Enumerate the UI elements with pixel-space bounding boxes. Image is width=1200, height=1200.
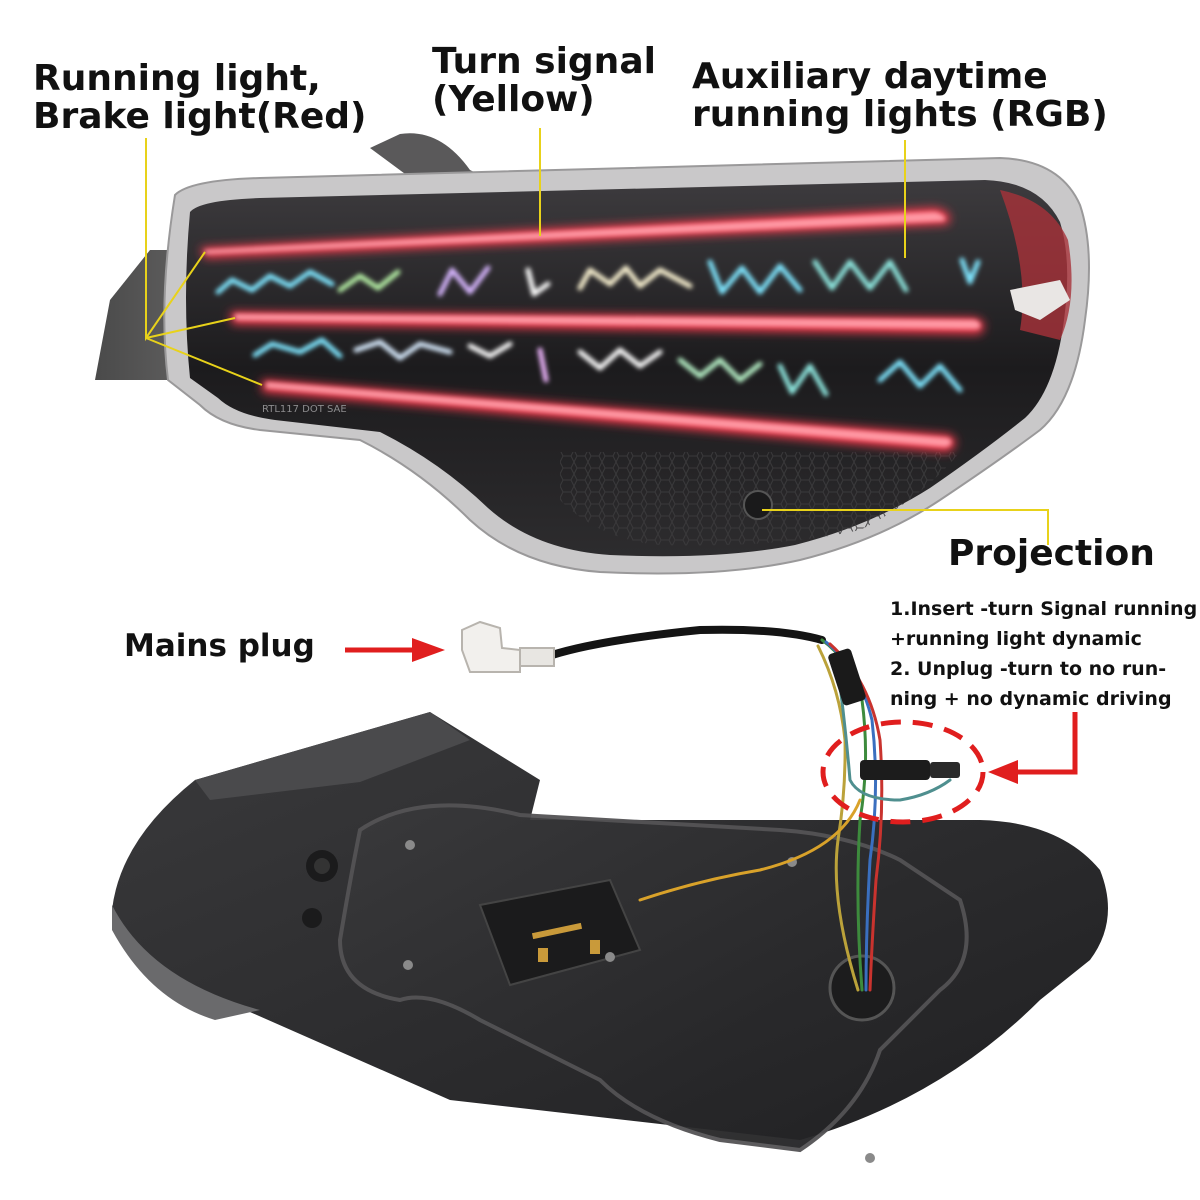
red-arrows [345, 638, 1078, 784]
instruction-line-1: 1.Insert -turn Signal running [890, 598, 1198, 620]
foam-gasket [337, 803, 969, 1153]
instruction-line-3: 2. Unplug -turn to no run- [890, 658, 1167, 680]
callout-line-running-light [145, 138, 263, 386]
connector-socket [478, 878, 642, 987]
red-led-bar-bottom [262, 380, 956, 452]
rgb-strip-upper [215, 257, 981, 297]
dashed-circle-highlight [820, 719, 986, 825]
inline-connectors [828, 648, 960, 780]
housing-rear-view [112, 712, 1108, 1163]
label-auxiliary-line1: Auxiliary daytime [692, 56, 1048, 97]
label-running-light: Running light, Brake light(Red) [33, 60, 367, 136]
lens-marking: RTL117 DOT SAE [262, 404, 347, 415]
label-turn-signal-line1: Turn signal [432, 41, 656, 82]
label-instructions: 1.Insert -turn Signal running +running l… [890, 594, 1197, 714]
label-auxiliary: Auxiliary daytime running lights (RGB) [692, 58, 1108, 134]
projection-lamp [743, 490, 773, 520]
callout-lines [145, 128, 1049, 545]
instruction-line-2: +running light dynamic [890, 628, 1142, 650]
label-running-light-line1: Running light, [33, 58, 321, 99]
red-led-bars [200, 208, 984, 452]
label-turn-signal: Turn signal (Yellow) [432, 43, 656, 119]
red-arrow-connector [1010, 712, 1078, 775]
mains-plug-connector [461, 620, 555, 673]
lit-tail-light: RTL117 DOT SAE [95, 133, 1090, 575]
red-led-bar-middle [230, 312, 984, 334]
rgb-led-strips [215, 257, 981, 397]
label-auxiliary-line2: running lights (RGB) [692, 93, 1108, 135]
rgb-strip-lower [252, 337, 963, 397]
red-led-bar-top [200, 208, 950, 258]
label-projection: Projection [948, 533, 1155, 574]
label-mains-plug: Mains plug [124, 628, 315, 664]
label-running-light-line2: Brake light(Red) [33, 95, 367, 137]
label-turn-signal-line2: (Yellow) [432, 78, 595, 120]
callout-line-projection [762, 509, 1049, 545]
instruction-line-4: ning + no dynamic driving [890, 688, 1172, 710]
